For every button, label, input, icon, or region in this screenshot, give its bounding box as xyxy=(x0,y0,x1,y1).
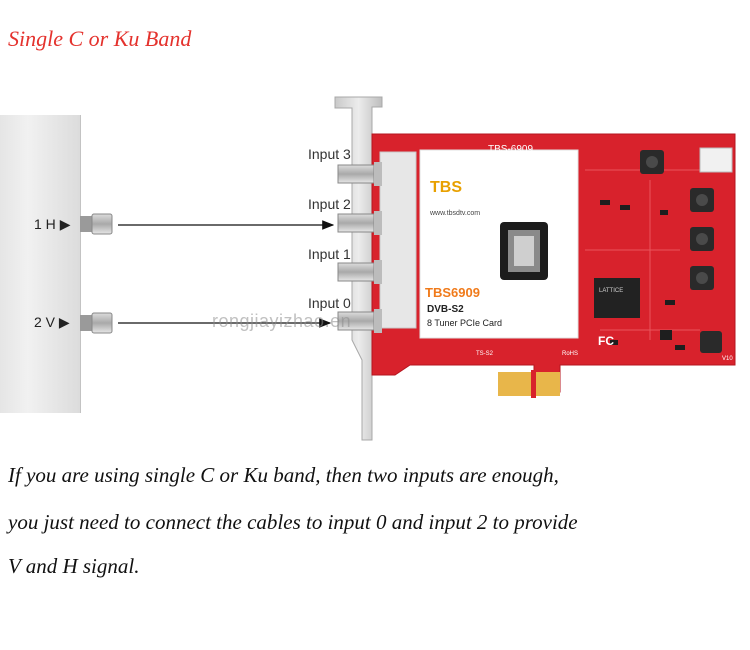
lattice-chip xyxy=(594,278,640,318)
chip-brand: LATTICE xyxy=(599,288,623,294)
card-standard: DVB-S2 xyxy=(427,304,464,315)
card-description: 8 Tuner PCIe Card xyxy=(427,318,502,328)
arrow-right-icon: ▶ xyxy=(59,216,71,232)
tbs-logo: TBS xyxy=(430,179,462,196)
f-connectors xyxy=(337,151,417,333)
port-label-2v: 2 V ▶ xyxy=(34,314,70,330)
input-2-label: Input 2 xyxy=(308,196,351,212)
power-connector xyxy=(699,147,733,173)
body-text-line-2: you just need to connect the cables to i… xyxy=(8,510,578,534)
bottom-mark: TS-S2 xyxy=(476,351,494,357)
input-1-label: Input 1 xyxy=(308,246,351,262)
v10-mark: V10 xyxy=(722,356,733,362)
body-text-line-3: V and H signal. xyxy=(8,554,140,578)
arrow-right-icon: ▶ xyxy=(58,314,70,330)
section-title: Single C or Ku Band xyxy=(8,26,192,51)
input-3-label: Input 3 xyxy=(308,146,351,162)
card-website: www.tbsdtv.com xyxy=(429,210,480,217)
card-label-sticker xyxy=(419,149,579,339)
switch-connector-2v xyxy=(80,312,113,334)
watermark: rongjiayizhao.en xyxy=(212,311,352,331)
port-label-1h: 1 H ▶ xyxy=(34,216,71,232)
body-text-line-1: If you are using single C or Ku band, th… xyxy=(8,463,559,487)
multiswitch-panel xyxy=(0,115,81,413)
gold-fingers xyxy=(498,372,560,396)
inductor-components xyxy=(640,150,722,353)
rohs-mark: RoHS xyxy=(562,351,578,357)
card-model: TBS6909 xyxy=(425,285,480,300)
fc-mark: FC xyxy=(598,334,614,348)
input-0-label: Input 0 xyxy=(308,295,351,311)
card-model-header: TBS-6909 xyxy=(488,144,533,155)
switch-connector-1h xyxy=(80,213,113,235)
